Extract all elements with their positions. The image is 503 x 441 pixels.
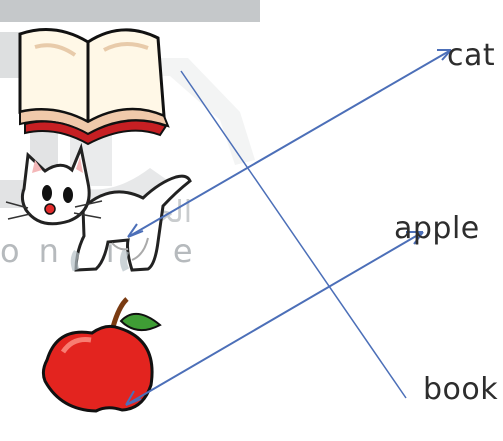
word-apple: apple xyxy=(394,211,480,246)
book-icon xyxy=(18,28,170,146)
cat-icon xyxy=(5,142,192,272)
apple-arrow-head xyxy=(125,390,142,406)
apple-arrow-tail xyxy=(406,231,424,245)
cat-arrow-tail xyxy=(437,49,452,61)
book-match-line xyxy=(180,70,407,399)
word-cat: cat xyxy=(447,38,496,73)
apple-match-line xyxy=(125,231,424,406)
cat-match-line xyxy=(127,49,452,238)
apple-icon xyxy=(41,297,162,413)
cat-arrow-head xyxy=(127,223,144,238)
word-book: book xyxy=(423,372,499,407)
